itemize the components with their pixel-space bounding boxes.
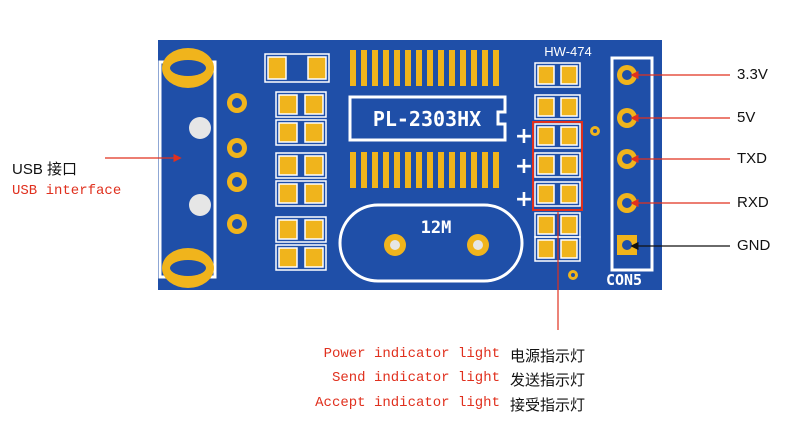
plus-sign-2: +: [515, 154, 533, 179]
pin-label-gnd: GND: [737, 237, 771, 254]
legend-power-cn: 电源指示灯: [510, 347, 586, 365]
usb-label-en: USB interface: [12, 183, 122, 199]
pin-label-5v: 5V: [737, 109, 756, 126]
legend-accept-cn: 接受指示灯: [510, 396, 586, 414]
usb-label-cn: USB 接口: [12, 161, 78, 178]
plus-sign-1: +: [515, 124, 533, 149]
legend-accept-en: Accept indicator light: [315, 395, 500, 411]
legend-row-power: Power indicator light 电源指示灯: [300, 345, 610, 365]
legend-send-cn: 发送指示灯: [510, 371, 586, 389]
connector-label: CON5: [606, 271, 642, 289]
connector-outline: [610, 56, 654, 272]
vias: [568, 126, 600, 280]
crystal-outline: [338, 203, 524, 283]
crystal-label: 12M: [421, 218, 452, 238]
pin-label-3v3: 3.3V: [737, 66, 768, 83]
model-label: HW-474: [544, 44, 591, 59]
pin-label-rxd: RXD: [737, 194, 769, 211]
pin-label-txd: TXD: [737, 150, 767, 167]
led-highlight-box: [532, 121, 583, 211]
legend-send-en: Send indicator light: [331, 370, 500, 386]
usb-connector: [158, 48, 247, 288]
chip-label: PL-2303HX: [373, 107, 481, 131]
chip-pins-bottom: [350, 152, 499, 188]
legend-power-en: Power indicator light: [323, 346, 500, 362]
chip-outline: [348, 95, 507, 142]
legend-row-send: Send indicator light 发送指示灯: [300, 369, 610, 389]
legend-row-accept: Accept indicator light 接受指示灯: [300, 394, 610, 414]
plus-sign-3: +: [515, 187, 533, 212]
connector-pins: [617, 65, 637, 255]
chip-pins-top: [350, 50, 499, 86]
smd-components-left: [264, 53, 330, 271]
